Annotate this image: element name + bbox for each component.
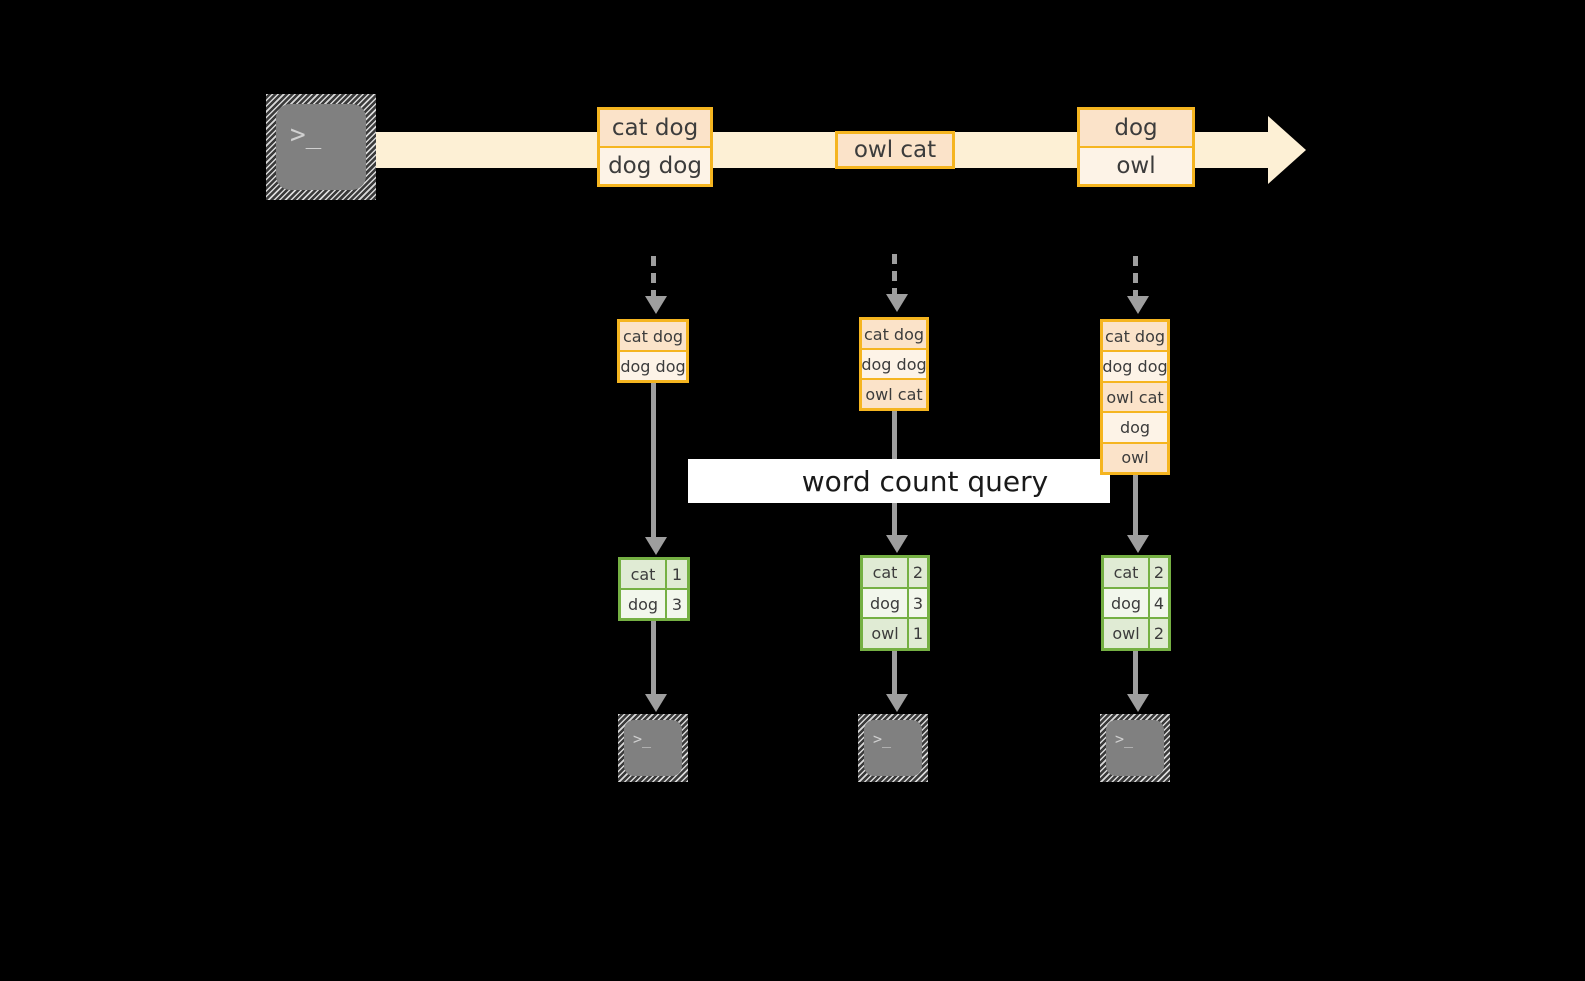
- result-count: 3: [907, 588, 927, 618]
- stage-1-sink-terminal-icon: >_: [618, 714, 688, 782]
- result-word: cat: [621, 560, 665, 588]
- stage-2-result-to-sink-arrowhead: [886, 694, 908, 712]
- terminal-prompt-glyph: >_: [633, 730, 652, 748]
- table-row: dog 3: [863, 586, 927, 618]
- stage-3-result-to-sink-connector: [1133, 651, 1138, 694]
- stage-1-result-to-sink-connector: [651, 621, 656, 694]
- stage-1-state-to-result-connector: [651, 383, 656, 537]
- stage-2-state-box: cat dog dog dog owl cat: [859, 317, 929, 411]
- table-row: owl 2: [1104, 617, 1168, 649]
- stage-2-sink-terminal-icon: >_: [858, 714, 928, 782]
- terminal-prompt-glyph: >_: [290, 120, 322, 150]
- stage-1-result-to-sink-arrowhead: [645, 694, 667, 712]
- state-line: cat dog: [620, 322, 686, 350]
- stream-event-line: dog dog: [600, 146, 710, 184]
- stage-3-result-table: cat 2 dog 4 owl 2: [1101, 555, 1171, 651]
- stage-3-state-box: cat dog dog dog owl cat dog owl: [1100, 319, 1170, 475]
- stage-1-state-to-result-arrowhead: [645, 537, 667, 555]
- result-word: dog: [621, 590, 665, 618]
- stream-event-line: owl: [1080, 146, 1192, 184]
- stage-1-state-box: cat dog dog dog: [617, 319, 689, 383]
- result-count: 3: [665, 590, 687, 618]
- result-count: 1: [907, 619, 927, 649]
- table-row: owl 1: [863, 617, 927, 649]
- state-line: dog dog: [1102, 350, 1168, 381]
- terminal-prompt-glyph: >_: [1115, 730, 1134, 748]
- terminal-body: [864, 720, 922, 776]
- stream-to-state-connector-3: [1133, 256, 1138, 298]
- stream-to-state-connector-2: [892, 254, 897, 296]
- stage-1-result-table: cat 1 dog 3: [618, 557, 690, 621]
- stream-to-state-arrowhead-1: [645, 296, 667, 314]
- table-row: cat 2: [863, 558, 927, 587]
- stream-event-line: dog: [1080, 110, 1192, 146]
- stream-to-state-connector-1: [651, 256, 656, 298]
- stage-3-state-to-result-arrowhead: [1127, 535, 1149, 553]
- stream-event-group-3: dog owl: [1077, 107, 1195, 187]
- result-count: 2: [1148, 619, 1168, 649]
- stream-event-group-1: cat dog dog dog: [597, 107, 713, 187]
- stage-3-sink-terminal-icon: >_: [1100, 714, 1170, 782]
- state-line: cat dog: [1103, 322, 1167, 351]
- state-line: dog: [1103, 411, 1167, 442]
- result-word: cat: [863, 558, 907, 587]
- state-line: cat dog: [862, 320, 926, 348]
- table-row: cat 1: [621, 560, 687, 588]
- stream-event-line: cat dog: [600, 110, 710, 146]
- terminal-body: [276, 104, 366, 190]
- result-word: dog: [863, 588, 907, 618]
- state-line: dog dog: [620, 350, 686, 380]
- table-row: cat 2: [1104, 558, 1168, 587]
- table-row: dog 3: [621, 588, 687, 618]
- stage-2-result-table: cat 2 dog 3 owl 1: [860, 555, 930, 651]
- result-count: 1: [665, 560, 687, 588]
- state-line: owl cat: [862, 378, 926, 408]
- table-row: dog 4: [1104, 586, 1168, 618]
- terminal-body: [624, 720, 682, 776]
- state-line: owl: [1103, 441, 1167, 473]
- result-word: dog: [1104, 588, 1148, 618]
- result-word: cat: [1104, 558, 1148, 587]
- stage-2-state-to-result-arrowhead: [886, 535, 908, 553]
- stream-to-state-arrowhead-2: [886, 294, 908, 312]
- stage-2-result-to-sink-connector: [892, 651, 897, 694]
- state-line: owl cat: [1103, 380, 1167, 412]
- result-count: 4: [1148, 588, 1168, 618]
- source-terminal-icon: >_: [266, 94, 376, 200]
- stream-event-line: owl cat: [838, 134, 952, 166]
- query-label: word count query: [801, 464, 1049, 498]
- state-line: dog dog: [861, 348, 927, 378]
- stage-3-state-to-result-connector: [1133, 475, 1138, 535]
- stream-arrow-head: [1268, 116, 1306, 184]
- stage-3-result-to-sink-arrowhead: [1127, 694, 1149, 712]
- result-word: owl: [863, 619, 907, 649]
- stream-to-state-arrowhead-3: [1127, 296, 1149, 314]
- result-count: 2: [1148, 558, 1168, 587]
- terminal-prompt-glyph: >_: [873, 730, 892, 748]
- result-count: 2: [907, 558, 927, 587]
- query-label-band: word count query: [688, 459, 1110, 503]
- result-word: owl: [1104, 619, 1148, 649]
- terminal-body: [1106, 720, 1164, 776]
- stream-event-group-2: owl cat: [835, 131, 955, 169]
